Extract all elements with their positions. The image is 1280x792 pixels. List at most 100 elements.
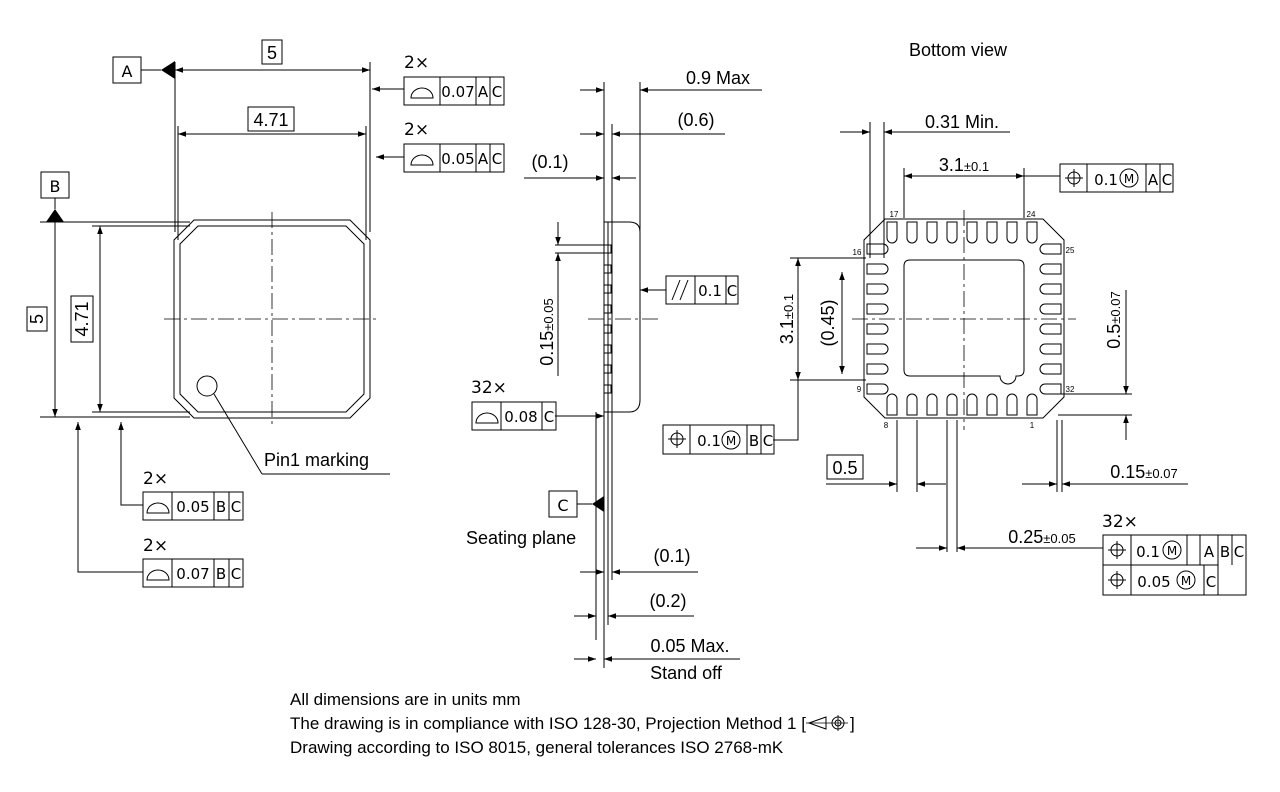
pitch-value: 0.5: [832, 458, 857, 478]
frame-value: 0.08: [504, 408, 537, 426]
inner-dim-label: (0.45): [818, 299, 838, 346]
frame-ref: A: [1148, 171, 1159, 189]
profile-32x-mult: 32×: [471, 378, 507, 398]
mmc-icon: [1162, 540, 1182, 560]
lead-width-label: 0.25±0.05: [1008, 527, 1075, 547]
note-projection-text: The drawing is in compliance with ISO 12…: [290, 714, 806, 733]
bottom-pads: [866, 221, 1062, 416]
pads-bottom: [886, 393, 1038, 416]
pin-8-label: 8: [884, 421, 889, 430]
surface-profile-icon: [410, 87, 434, 99]
datum-c-triangle: [592, 496, 604, 512]
dim-02-label: (0.2): [649, 591, 686, 611]
frame-value: 0.07: [441, 83, 474, 101]
standoff-value: 0.05 Max.: [650, 636, 729, 656]
lead-gap-label: (0.1): [531, 152, 568, 172]
mmc-letter: M: [1181, 574, 1191, 588]
profile-frame-ac-005: 0.05 A C: [403, 143, 505, 173]
frame-value: 0.1: [697, 432, 721, 450]
parallelism-frame: 0.1 C: [665, 275, 739, 305]
frame-ref: C: [727, 282, 737, 300]
height-basic-value: 5: [27, 314, 47, 324]
mmc-icon: [1119, 168, 1139, 188]
parallelism-icon: [671, 279, 681, 301]
position-frame-ac: 0.1 M A C: [1059, 163, 1174, 193]
pin-9-label: 9: [857, 385, 862, 394]
surface-profile-icon: [410, 154, 434, 166]
frame-ref: C: [492, 150, 502, 168]
pin-16-label: 16: [853, 248, 862, 257]
note-standards: Drawing according to ISO 8015, general t…: [290, 738, 784, 757]
mmc-icon: [721, 430, 741, 450]
profile-frame-bc-007: 0.07 B C: [142, 558, 244, 588]
bottom-package-outline: [863, 218, 1065, 419]
width-inner-box: [247, 106, 295, 132]
mmc-letter: M: [726, 434, 736, 448]
frame-ref: B: [1220, 543, 1230, 561]
width-inner-value: 4.71: [253, 110, 288, 130]
frame-ref: C: [231, 565, 241, 583]
pin1-label: Pin1 marking: [264, 450, 369, 470]
side-pads: [603, 244, 612, 394]
frame-ref: A: [478, 83, 489, 101]
seating-plane-label: Seating plane: [466, 528, 576, 548]
pin-32-label: 32: [1066, 385, 1075, 394]
frame-ref: B: [749, 432, 759, 450]
side-view: 0.9 Max (0.6) (0.1) 0.15±0.05 0.1 C 3: [466, 68, 799, 683]
frame-ref: C: [1162, 171, 1172, 189]
pin-24-label: 24: [1027, 210, 1036, 219]
frame-value: 0.1: [1094, 171, 1118, 189]
pads-top: [886, 221, 1038, 244]
pads-right: [1039, 243, 1062, 395]
mmc-letter: M: [1167, 544, 1177, 558]
width-basic-value: 5: [267, 43, 277, 63]
pin-25-label: 25: [1066, 246, 1075, 255]
frame-ref: B: [216, 498, 226, 516]
pad-span-label: 3.1±0.1: [939, 155, 989, 175]
mmc-letter: M: [1124, 172, 1134, 186]
note-projection: The drawing is in compliance with ISO 12…: [290, 712, 855, 736]
pin-1-label: 1: [1030, 421, 1035, 430]
frame-ref: C: [1234, 543, 1244, 561]
profile-frame-bc-005: 0.05 B C: [142, 491, 244, 521]
frame-value: 0.05: [441, 150, 474, 168]
pad-width-label: 0.5±0.07: [1104, 291, 1124, 348]
surface-profile-icon: [475, 412, 499, 424]
frame-ref: C: [763, 432, 773, 450]
profile-frame-c-008: 0.08 C: [471, 401, 557, 431]
frame-value: 0.1: [698, 282, 722, 300]
position-frame-bc: 0.1 M B C: [662, 424, 775, 455]
projection-icon: [805, 715, 848, 731]
pitch-box: [826, 454, 864, 480]
frame-value: 0.07: [176, 565, 209, 583]
note-units: All dimensions are in units mm: [290, 690, 521, 709]
frame-value: 0.1: [1136, 543, 1160, 561]
note-projection-close: ]: [849, 714, 855, 733]
datum-a-triangle: [161, 61, 175, 79]
frame-bc-1-mult: 2×: [143, 469, 168, 489]
datum-b-label: B: [50, 177, 61, 196]
frame-ref: B: [216, 565, 226, 583]
frame-ref: A: [1204, 543, 1215, 561]
datum-a-label: A: [122, 62, 133, 81]
pin1-marker: [196, 375, 218, 397]
top-view: A 5 4.71 2× 0.07 A C 2×: [26, 39, 505, 588]
frame-ref: C: [544, 408, 554, 426]
package-inner-outline: [179, 225, 365, 413]
pad-span-v-label: 3.1±0.1: [777, 294, 797, 344]
frame-ref: A: [478, 150, 489, 168]
frame-value: 0.05: [1137, 573, 1170, 591]
side-body: [603, 221, 641, 413]
pads-left: [866, 243, 889, 395]
package-outline: [173, 219, 371, 419]
bottom-view: Bottom view 0.31 Min. 3.1±0.1 0.1 M A C: [777, 40, 1247, 596]
max-height-label: 0.9 Max: [686, 68, 750, 88]
datum-b-triangle: [46, 209, 64, 222]
exposed-pad: [903, 259, 1025, 385]
pad-gap-label: 0.15±0.07: [1110, 462, 1177, 482]
pin-17-label: 17: [890, 210, 899, 219]
frame-ref: C: [1206, 573, 1216, 591]
frame-ac-1-mult: 2×: [404, 53, 429, 73]
surface-profile-icon: [146, 569, 170, 581]
